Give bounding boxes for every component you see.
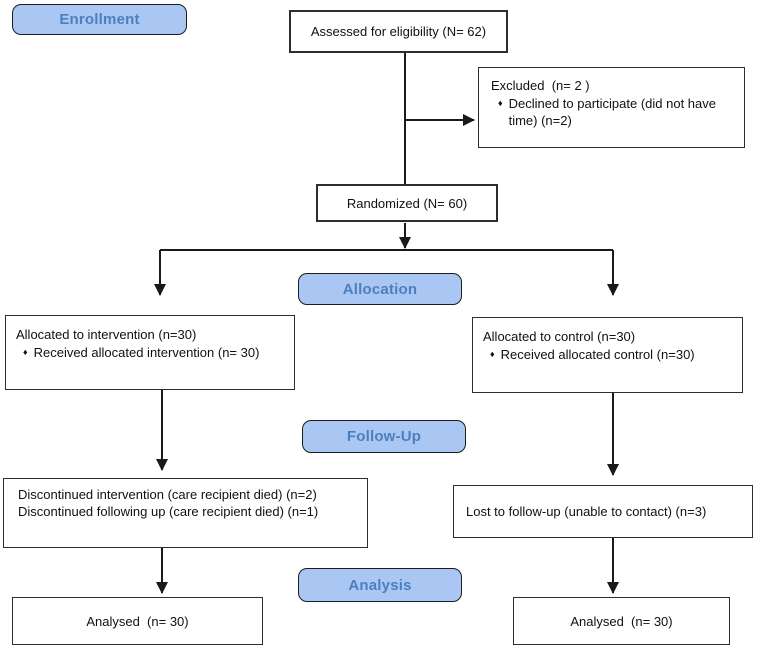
stage-badge-allocation: Allocation	[298, 273, 462, 305]
allocated-control-title: Allocated to control (n=30)	[483, 329, 636, 344]
lost-to-followup-box: Lost to follow-up (unable to contact) (n…	[453, 485, 753, 538]
randomized-box: Randomized (N= 60)	[316, 184, 498, 222]
assessed-eligibility-text: Assessed for eligibility (N= 62)	[310, 24, 487, 39]
bullet-diamond-icon: ♦	[490, 349, 495, 359]
stage-badge-enrollment-label: Enrollment	[59, 11, 140, 28]
stage-badge-followup: Follow-Up	[302, 420, 466, 453]
stage-badge-analysis-label: Analysis	[348, 576, 412, 594]
allocated-intervention-title: Allocated to intervention (n=30)	[16, 327, 197, 342]
stage-badge-enrollment: Enrollment	[12, 4, 187, 35]
allocated-intervention-bullet-row: ♦ Received allocated intervention (n= 30…	[16, 344, 288, 361]
analysed-control-text: Analysed (n= 30)	[570, 613, 673, 629]
excluded-box: Excluded (n= 2 ) ♦ Declined to participa…	[478, 67, 745, 148]
assessed-eligibility-box: Assessed for eligibility (N= 62)	[289, 10, 508, 53]
allocated-control-box: Allocated to control (n=30) ♦ Received a…	[472, 317, 743, 393]
discontinued-line1: Discontinued intervention (care recipien…	[18, 487, 317, 502]
discontinued-box: Discontinued intervention (care recipien…	[3, 478, 368, 548]
bullet-diamond-icon: ♦	[23, 347, 28, 357]
excluded-bullet-text: Declined to participate (did not have ti…	[508, 96, 720, 128]
discontinued-line2: Discontinued following up (care recipien…	[18, 504, 319, 519]
analysed-intervention-box: Analysed (n= 30)	[12, 597, 263, 645]
allocated-intervention-box: Allocated to intervention (n=30) ♦ Recei…	[5, 315, 295, 390]
stage-badge-followup-label: Follow-Up	[346, 428, 422, 445]
excluded-title: Excluded (n= 2 )	[491, 78, 590, 93]
lost-to-followup-text: Lost to follow-up (unable to contact) (n…	[466, 504, 707, 519]
analysed-control-box: Analysed (n= 30)	[513, 597, 730, 645]
allocated-control-bullet-row: ♦ Received allocated control (n=30)	[483, 346, 736, 363]
randomized-text: Randomized (N= 60)	[346, 195, 468, 211]
stage-badge-analysis: Analysis	[298, 568, 462, 602]
stage-badge-allocation-label: Allocation	[342, 280, 418, 298]
analysed-intervention-text: Analysed (n= 30)	[86, 613, 189, 629]
allocated-control-bullet-text: Received allocated control (n=30)	[500, 347, 695, 362]
bullet-diamond-icon: ♦	[498, 98, 503, 108]
allocated-intervention-bullet-text: Received allocated intervention (n= 30)	[33, 345, 260, 360]
excluded-bullet-row: ♦ Declined to participate (did not have …	[491, 95, 736, 129]
